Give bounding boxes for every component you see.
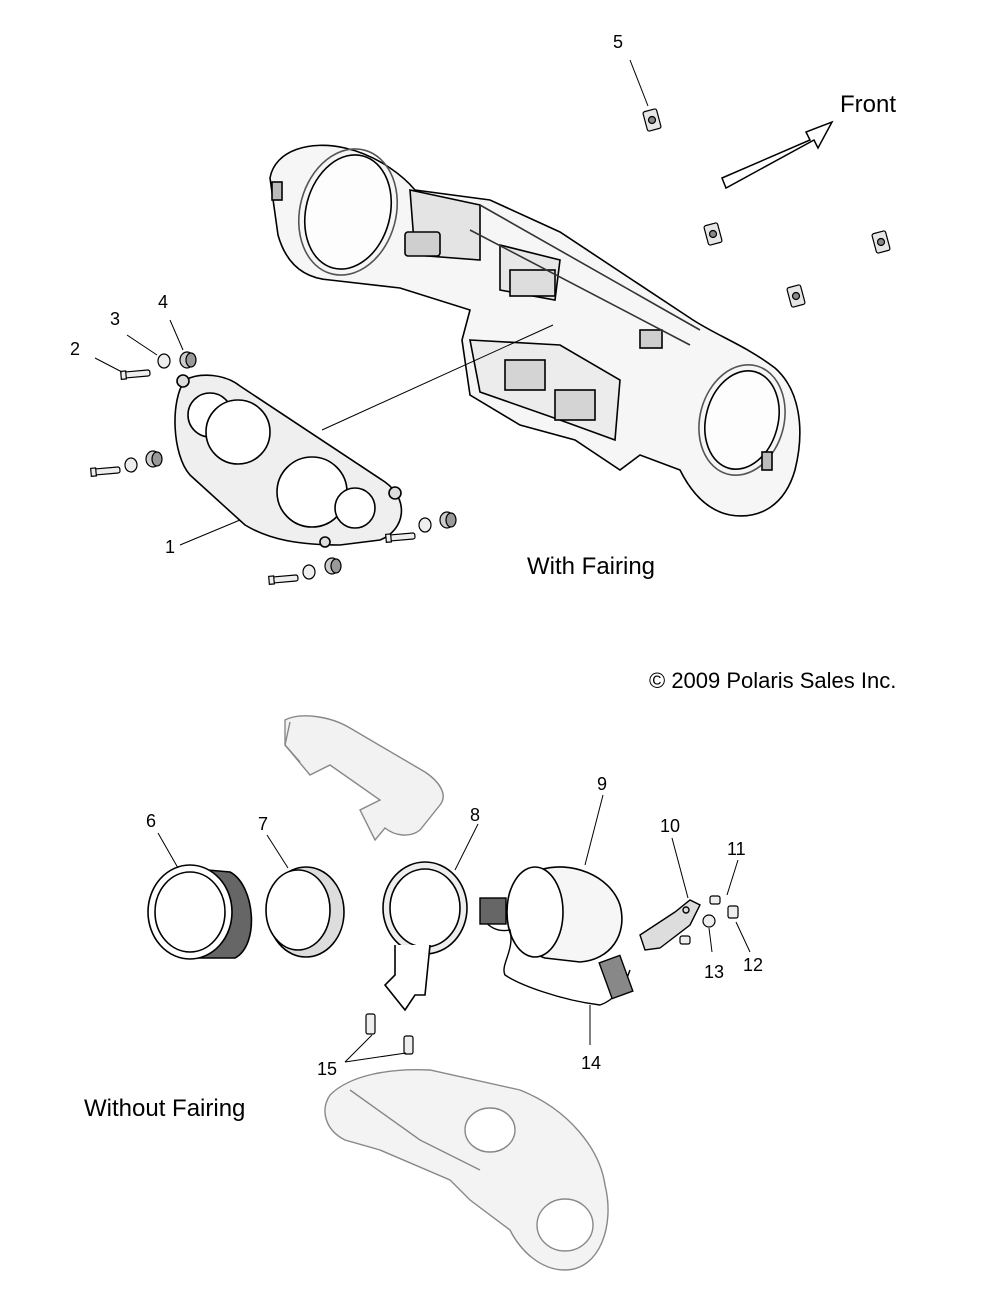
gauge-housing-item-9: [506, 866, 623, 963]
hardware-set: [90, 351, 457, 585]
small-hardware-11-12-13: [679, 895, 739, 945]
callout-15: 15: [317, 1059, 338, 1079]
gauge-bracket-item-8: [382, 861, 468, 1012]
wire-harness-item-14: [479, 897, 634, 1006]
fairing-inner-panel: [269, 144, 801, 517]
callout-4: 4: [158, 292, 169, 312]
gauge-top-cover: [284, 715, 444, 842]
callout-9: 9: [597, 774, 608, 794]
callout-5: 5: [613, 32, 624, 52]
callout-leaders-top: [94, 59, 649, 546]
callout-13: 13: [704, 962, 725, 982]
speedometer-item-6: [147, 864, 253, 960]
callout-3: 3: [110, 309, 121, 329]
copyright-notice: © 2009 Polaris Sales Inc.: [649, 668, 897, 693]
callout-11: 11: [727, 839, 746, 859]
callout-12: 12: [743, 955, 764, 975]
mount-bracket-item-10: [639, 899, 701, 951]
callout-6: 6: [146, 811, 157, 831]
front-label: Front: [840, 91, 897, 118]
callout-10: 10: [660, 816, 681, 836]
bezel-ring-item-7: [265, 866, 345, 958]
handlebar-mount-base: [324, 1068, 609, 1271]
callout-8: 8: [470, 805, 481, 825]
callout-leaders-bottom: [157, 794, 751, 1063]
callout-2: 2: [70, 339, 81, 359]
instrument-cluster-item-1: [174, 374, 403, 548]
front-arrow: [721, 120, 834, 190]
screws-item-15: [365, 1013, 414, 1055]
callout-7: 7: [258, 814, 269, 834]
callout-14: 14: [581, 1053, 602, 1073]
fairing-clip-item-5: [642, 108, 891, 308]
with-fairing-caption: With Fairing: [527, 553, 656, 580]
leader-gauge-to-fairing: [321, 324, 554, 431]
without-fairing-caption: Without Fairing: [84, 1095, 246, 1122]
callout-1: 1: [165, 537, 176, 557]
